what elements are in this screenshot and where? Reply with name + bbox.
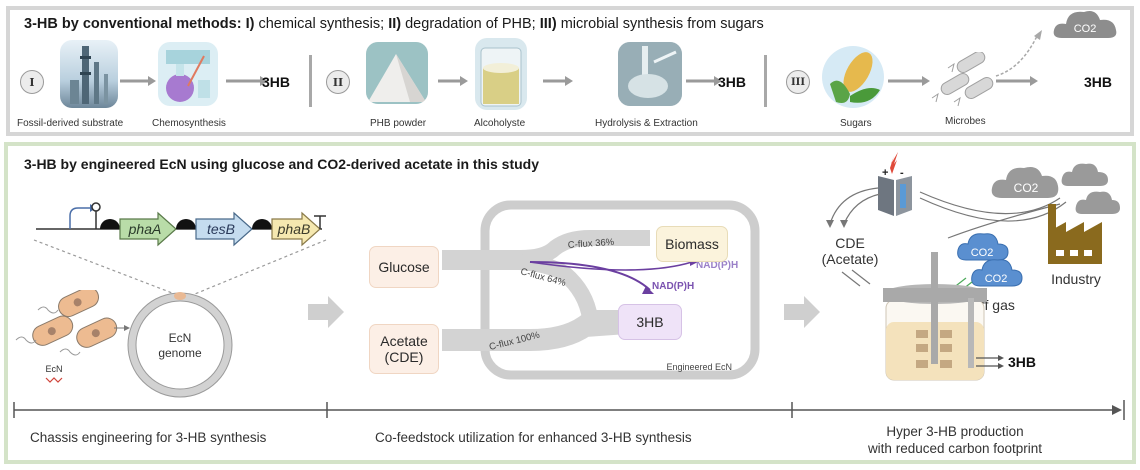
- node-acetate: Acetate (CDE): [369, 324, 439, 374]
- lab-apparatus-icon: [618, 42, 682, 106]
- route-divider: [764, 55, 767, 107]
- step-caption: Microbes: [945, 116, 986, 127]
- svg-text:CO2: CO2: [971, 247, 994, 259]
- factory-icon: [1048, 204, 1102, 264]
- svg-text:phaA: phaA: [128, 221, 162, 237]
- genome-label: genome: [158, 346, 202, 360]
- refinery-icon: [70, 46, 108, 104]
- ecn-genome-circle: EcN genome: [127, 292, 233, 398]
- lightning-icon: [890, 152, 898, 174]
- stage-arrow-icon: [308, 296, 344, 328]
- hydrolysis-image: [618, 42, 682, 106]
- arrow-right-icon: [226, 76, 268, 86]
- conventional-methods-title: 3-HB by conventional methods: I) chemica…: [24, 16, 764, 32]
- engineered-ecn-container: [480, 200, 760, 380]
- timeline-stage-2: Co-feedstock utilization for enhanced 3-…: [375, 430, 692, 445]
- fossil-refinery-image: [60, 40, 118, 108]
- arrow-right-icon: [996, 76, 1038, 86]
- svg-text:phaB: phaB: [277, 221, 311, 237]
- gene-phaA: [119, 211, 177, 247]
- bioprocess-illustration: + - CO2 Industry CO2 CO2 Off gas CDE (Ac…: [822, 152, 1120, 381]
- step-caption: PHB powder: [370, 118, 427, 129]
- cloud-icon: [1061, 163, 1108, 186]
- cell-label: EcN: [45, 364, 62, 374]
- route-divider: [309, 55, 312, 107]
- arrow-right-icon: [120, 76, 156, 86]
- chemosynthesis-image: [158, 42, 218, 106]
- beaker-icon: [480, 47, 522, 107]
- corn-sugar-icon: [822, 46, 884, 108]
- nadph-arrow: [529, 261, 693, 271]
- stage-arrow-icon: [784, 296, 820, 328]
- industry-label: Industry: [1051, 271, 1101, 287]
- node-glucose: Glucose: [369, 246, 439, 288]
- nadph-label: NAD(P)H: [696, 260, 738, 271]
- flux-label: C-flux 36%: [567, 237, 615, 251]
- alcoholyste-image: [475, 38, 527, 110]
- svg-text:tesB: tesB: [207, 221, 235, 237]
- ecn-cells-icon: EcN: [15, 290, 130, 383]
- arrow-right-icon: [888, 76, 930, 86]
- step-caption: Hydrolysis & Extraction: [595, 118, 698, 129]
- nadph-label: NAD(P)H: [652, 281, 694, 292]
- product-3hb: 3HB: [1008, 354, 1036, 370]
- promoter-icon: [69, 207, 92, 229]
- cde-label: (Acetate): [822, 251, 879, 267]
- arrow-right-icon: [543, 76, 573, 86]
- gene-phaB: [271, 211, 321, 247]
- arrow-right-icon: [438, 76, 468, 86]
- dashed-arrow-to-co2-icon: [995, 30, 1042, 77]
- rbs-icon: [252, 219, 272, 229]
- flux-acetate-3hb: [442, 311, 641, 351]
- cde-label: CDE: [835, 235, 865, 251]
- microbes-icon: [931, 52, 994, 107]
- rbs-icon: [100, 219, 120, 229]
- flux-diagram: C-flux 36% C-flux 64% C-flux 100% NAD(P)…: [442, 200, 760, 380]
- product-3hb: 3HB: [1084, 74, 1113, 90]
- timeline-axis: [13, 400, 1125, 420]
- timeline-stage-3: Hyper 3-HB production with reduced carbo…: [867, 424, 1043, 456]
- this-study-title: 3-HB by engineered EcN using glucose and…: [24, 156, 540, 172]
- flask-icon: [166, 50, 210, 102]
- gene-tesB: [195, 211, 253, 247]
- flux-glucose-3hb: [442, 254, 640, 326]
- cloud-icon: [1075, 191, 1120, 214]
- timeline-stage-1: Chassis engineering for 3-HB synthesis: [30, 430, 267, 445]
- step-caption: Sugars: [840, 118, 872, 129]
- step-caption: Alcoholyste: [474, 118, 526, 129]
- svg-text:CO2: CO2: [985, 273, 1008, 285]
- step-caption: Fossil-derived substrate: [17, 118, 124, 129]
- svg-text:+: +: [882, 167, 888, 179]
- offgas-co2-cloud-icon: CO2: [957, 233, 1009, 261]
- rbs-icon: [176, 219, 196, 229]
- product-3hb: 3HB: [718, 74, 747, 90]
- co2-cloud-label: CO2: [1074, 23, 1097, 35]
- gene-cassette: phaA tesB phaB: [33, 202, 327, 297]
- co2-cloud-icon: CO2: [1053, 11, 1117, 38]
- offgas-co2-cloud-icon: CO2: [971, 259, 1023, 287]
- route-numeral-i: I: [20, 70, 44, 94]
- svg-text:-: -: [900, 167, 904, 179]
- powder-icon: [366, 42, 428, 104]
- bioreactor-icon: [883, 252, 987, 381]
- co2-cloud-icon: CO2: [991, 167, 1059, 198]
- container-label: Engineered EcN: [666, 362, 732, 372]
- svg-text:CO2: CO2: [1014, 181, 1039, 195]
- node-3hb: 3HB: [618, 304, 682, 340]
- electrolyzer-icon: + -: [878, 152, 912, 216]
- route-numeral-iii: III: [786, 70, 810, 94]
- step-caption: Chemosynthesis: [152, 118, 226, 129]
- arrow-right-icon: [686, 76, 722, 86]
- genome-label: EcN: [169, 331, 192, 345]
- squiggle-icon: [45, 377, 63, 383]
- node-biomass: Biomass: [656, 226, 728, 262]
- product-3hb: 3HB: [262, 74, 291, 90]
- route-numeral-ii: II: [326, 70, 350, 94]
- phb-powder-image: [366, 42, 428, 104]
